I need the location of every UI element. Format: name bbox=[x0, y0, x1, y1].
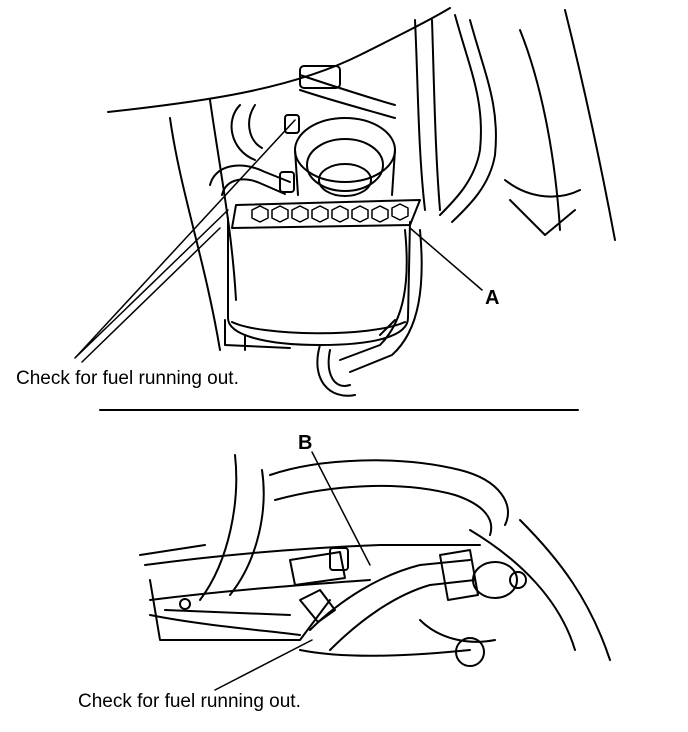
wheel-well-arc bbox=[199, 454, 265, 601]
callout-label-a: A bbox=[485, 287, 500, 309]
lower-bolt-right bbox=[455, 637, 485, 667]
hose-clamp-left bbox=[279, 171, 295, 193]
vertical-pipe-right-2 bbox=[439, 14, 497, 223]
hose-clamp-b bbox=[329, 547, 349, 571]
round-fitting-cap bbox=[509, 571, 527, 589]
fuel-pump-body bbox=[294, 149, 396, 196]
lower-pipe-right bbox=[339, 229, 423, 373]
bottom-panel-illustration bbox=[139, 451, 611, 691]
bottom-frame bbox=[224, 319, 396, 351]
fuel-line-to-filter bbox=[299, 589, 336, 623]
callout-b-leader bbox=[311, 451, 371, 566]
body-panel-outline-left bbox=[169, 117, 221, 351]
callout-label-b: B bbox=[298, 432, 313, 454]
lower-frame-contour bbox=[299, 619, 496, 657]
right-bracket bbox=[504, 179, 581, 236]
top-panel-caption: Check for fuel running out. bbox=[16, 368, 239, 389]
fuel-hose-connector bbox=[289, 551, 346, 586]
fuel-pipe-diagonal bbox=[309, 559, 476, 651]
fuel-pump-ring-outer bbox=[294, 117, 396, 183]
mount-bolt-left bbox=[179, 598, 191, 610]
round-fitting-right bbox=[472, 561, 518, 599]
fuel-filter-bracket bbox=[149, 579, 331, 641]
caption-leader-line-bottom bbox=[214, 639, 313, 691]
callout-a-leader bbox=[409, 227, 483, 291]
hose-clamp-upper bbox=[284, 114, 300, 134]
upper-hose-large bbox=[269, 459, 509, 536]
tank-bottom-rim bbox=[231, 321, 406, 335]
body-contour-right bbox=[469, 519, 611, 661]
fuel-pump-ring-inner bbox=[306, 138, 384, 192]
hose-connector-top bbox=[299, 65, 341, 89]
honeycomb-cells bbox=[251, 203, 409, 223]
floor-edge-line bbox=[139, 544, 301, 636]
fuel-hose-upper bbox=[299, 74, 396, 119]
vertical-pipe-right-1 bbox=[414, 19, 441, 211]
fuel-tank bbox=[227, 217, 411, 346]
bottom-panel-caption: Check for fuel running out. bbox=[78, 691, 301, 712]
body-panel-outline-inner bbox=[209, 99, 237, 301]
clip-fitting-right bbox=[439, 549, 479, 601]
tank-top-honeycomb bbox=[231, 199, 421, 229]
fuel-hose-left-loop bbox=[230, 104, 263, 161]
fuel-pump-cap bbox=[318, 163, 372, 197]
body-panel-outline bbox=[107, 7, 451, 113]
right-frame-outline bbox=[519, 9, 616, 241]
top-panel-illustration bbox=[74, 7, 616, 397]
frame-rail bbox=[144, 544, 481, 601]
pipe-bend-bottom bbox=[316, 344, 356, 397]
caption-leader-lines-top bbox=[74, 119, 296, 363]
